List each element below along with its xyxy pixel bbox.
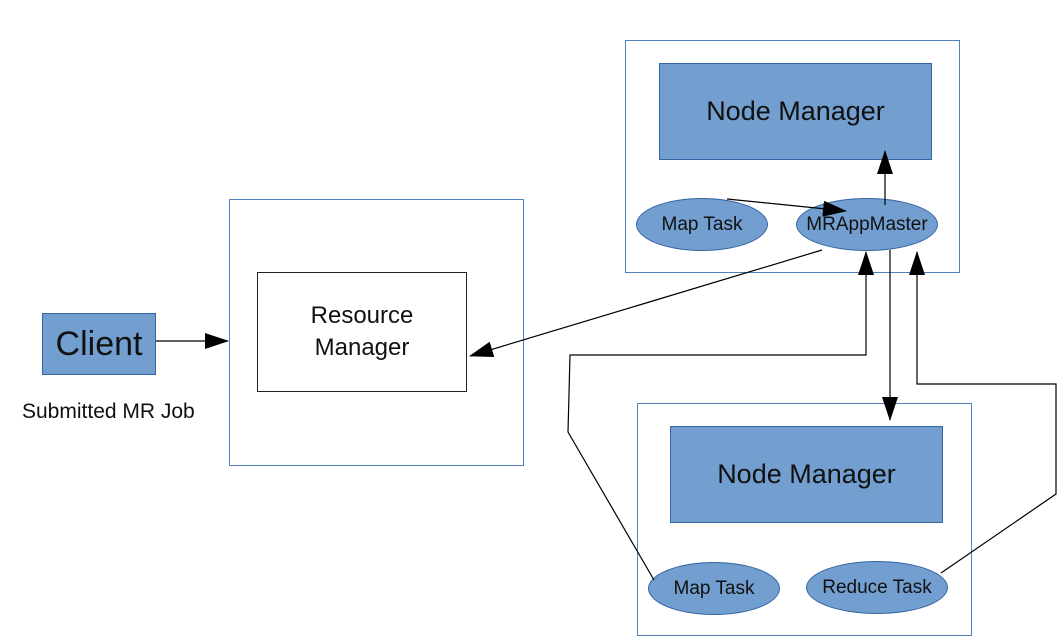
reduce-task-bottom-label: Reduce Task [822, 576, 932, 598]
map-task-bottom-label: Map Task [673, 577, 755, 599]
arrow-maptask-bottom-to-appmaster [567, 251, 874, 581]
client-node: Client [42, 313, 156, 375]
mr-app-master-label: MRAppMaster [806, 213, 928, 235]
map-task-top: Map Task [636, 198, 768, 251]
arrow-appmaster-to-rm [469, 249, 823, 358]
node-manager-bottom-label: Node Manager [717, 459, 896, 489]
mr-app-master: MRAppMaster [796, 198, 938, 251]
node-manager-top-label: Node Manager [706, 96, 885, 126]
client-caption: Submitted MR Job [22, 400, 195, 423]
node-manager-top: Node Manager [659, 63, 932, 160]
node-bottom-frame [637, 403, 972, 636]
resource-manager-label-line2: Manager [314, 334, 410, 361]
node-manager-bottom: Node Manager [670, 426, 943, 523]
reduce-task-bottom: Reduce Task [806, 561, 948, 614]
map-task-bottom: Map Task [648, 562, 780, 615]
arrow-reducetask-to-appmaster [909, 251, 1057, 574]
client-label: Client [55, 324, 143, 363]
resource-manager-frame [229, 199, 524, 466]
resource-manager-box: Resource Manager [257, 272, 467, 392]
node-top-frame [625, 40, 960, 273]
resource-manager-label-line1: Resource [310, 302, 414, 329]
arrow-maptask-to-appmaster [726, 198, 847, 217]
map-task-top-label: Map Task [661, 213, 743, 235]
